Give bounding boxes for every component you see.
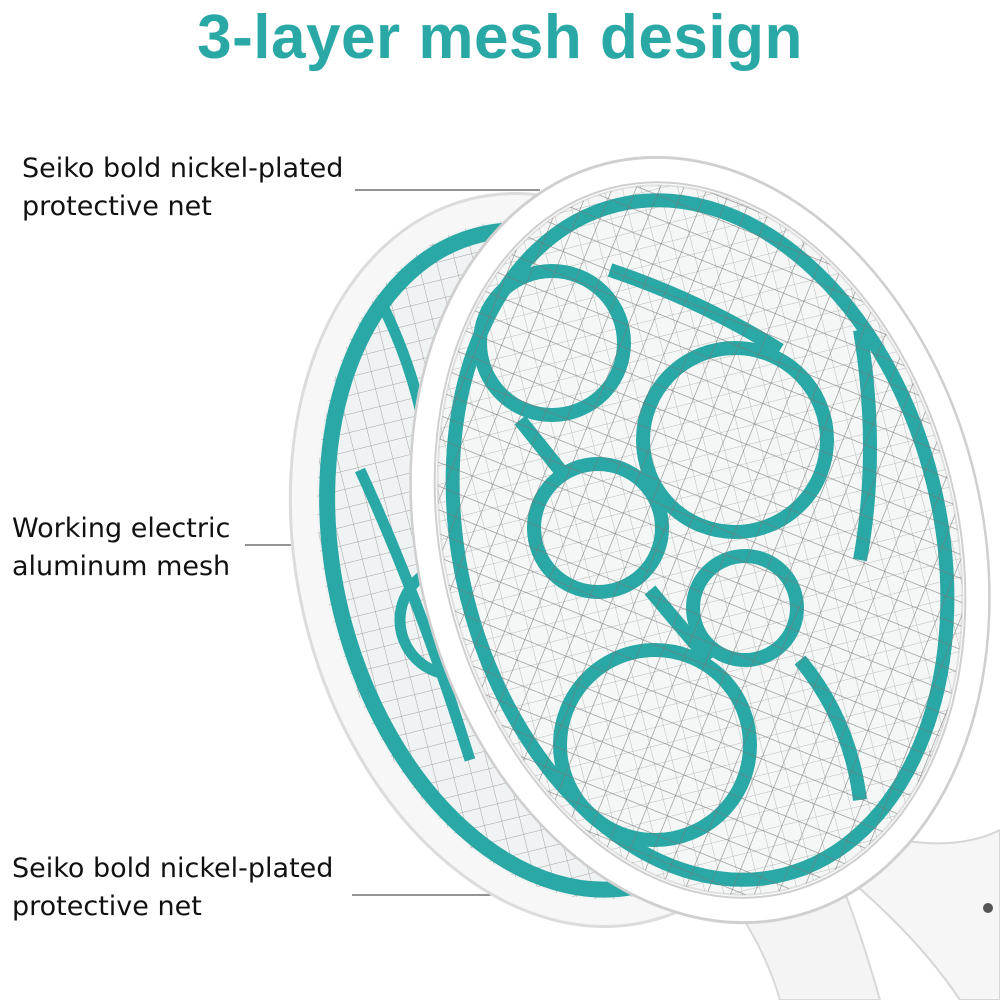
front-racket — [409, 155, 1000, 1000]
label-top-protective-net: Seiko bold nickel-plated protective net — [22, 150, 343, 226]
label-bottom-line1: Seiko bold nickel-plated — [12, 853, 334, 884]
label-bottom-protective-net: Seiko bold nickel-plated protective net — [12, 850, 333, 926]
page-title: 3-layer mesh design — [197, 3, 803, 72]
label-middle-line1: Working electric — [12, 513, 231, 544]
label-bottom-line2: protective net — [12, 891, 202, 922]
label-middle-line2: aluminum mesh — [12, 551, 231, 582]
label-top-line2: protective net — [22, 191, 212, 222]
label-middle-aluminum-mesh: Working electric aluminum mesh — [12, 510, 230, 586]
label-top-line1: Seiko bold nickel-plated — [22, 153, 344, 184]
